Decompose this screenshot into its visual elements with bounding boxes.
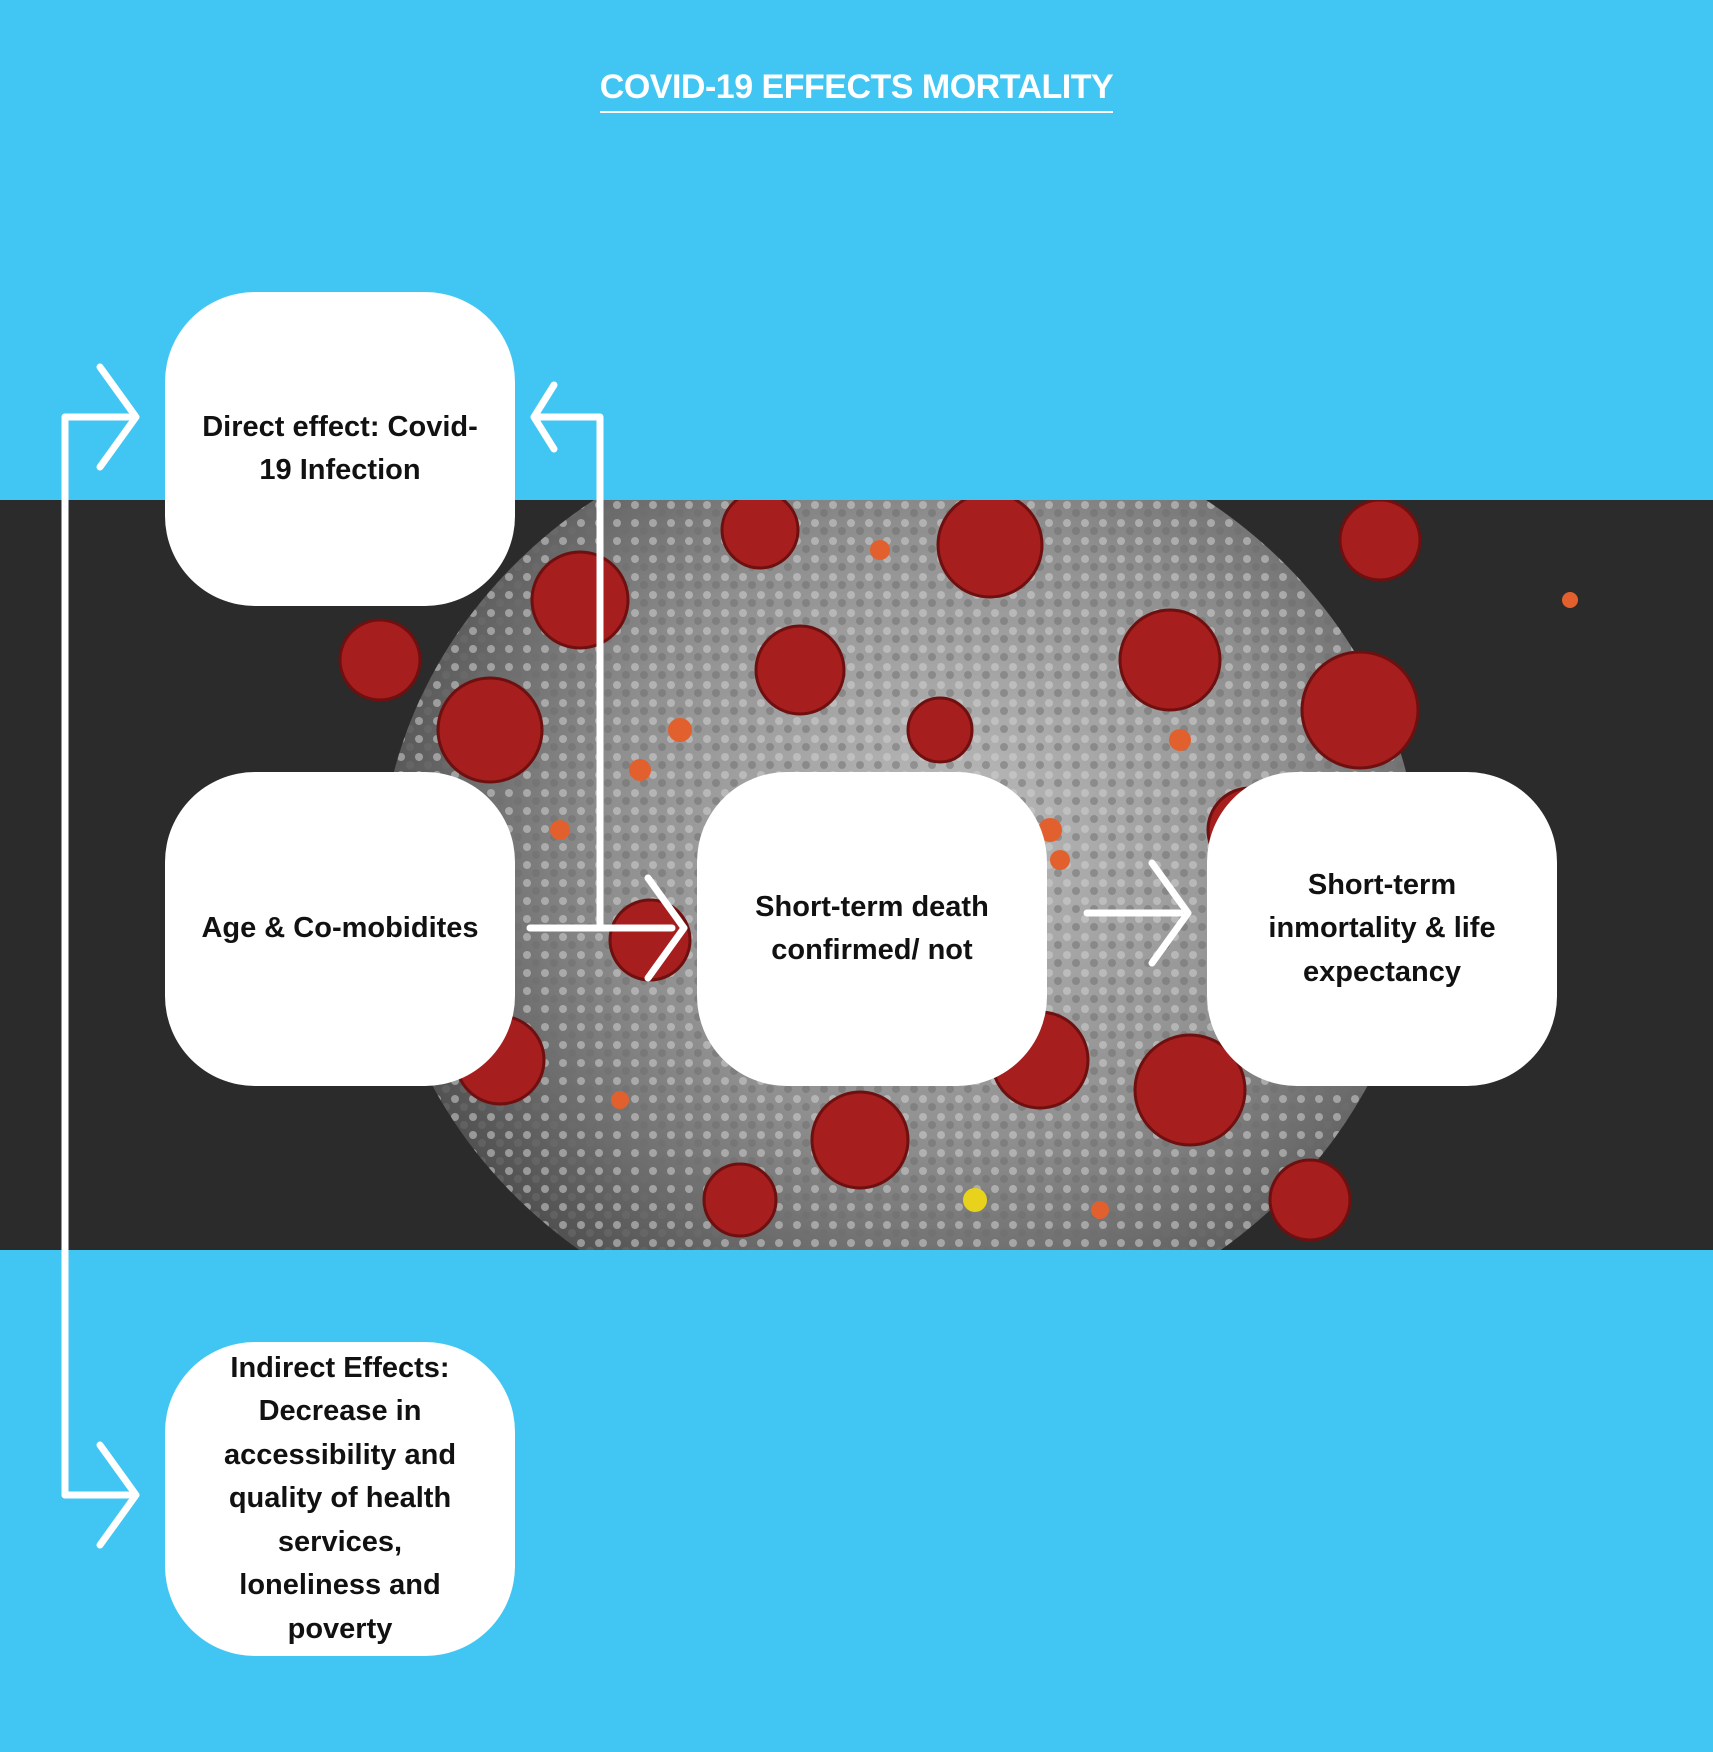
node-direct-effect-label: Direct effect: Covid-19 Infection <box>202 410 478 487</box>
node-short-term-inmortality-label: Short-term inmortality & life expectancy <box>1268 868 1496 988</box>
arrowhead-inmortality <box>1148 859 1192 967</box>
arrowhead-indirect <box>96 1441 140 1549</box>
arrowhead-direct-right <box>530 381 558 453</box>
title-text: COVID-19 EFFECTS MORTALITY <box>599 68 1114 113</box>
node-direct-effect: Direct effect: Covid-19 Infection <box>165 292 515 606</box>
arrowhead-direct-left <box>96 363 140 471</box>
node-short-term-inmortality: Short-term inmortality & life expectancy <box>1207 772 1557 1086</box>
node-age-comorbidities: Age & Co-mobidites <box>165 772 515 1086</box>
edge-age-to-direct <box>536 413 604 932</box>
arrowhead-short-death <box>644 874 688 982</box>
node-short-term-death-label: Short-term death confirmed/ not <box>755 890 989 967</box>
node-age-comorbidities-label: Age & Co-mobidites <box>201 912 479 945</box>
diagram-title: COVID-19 EFFECTS MORTALITY <box>0 68 1713 113</box>
node-indirect-effects: Indirect Effects: Decrease in accessibil… <box>165 1342 515 1656</box>
node-indirect-effects-label: Indirect Effects: Decrease in accessibil… <box>223 1351 457 1645</box>
node-short-term-death: Short-term death confirmed/ not <box>697 772 1047 1086</box>
